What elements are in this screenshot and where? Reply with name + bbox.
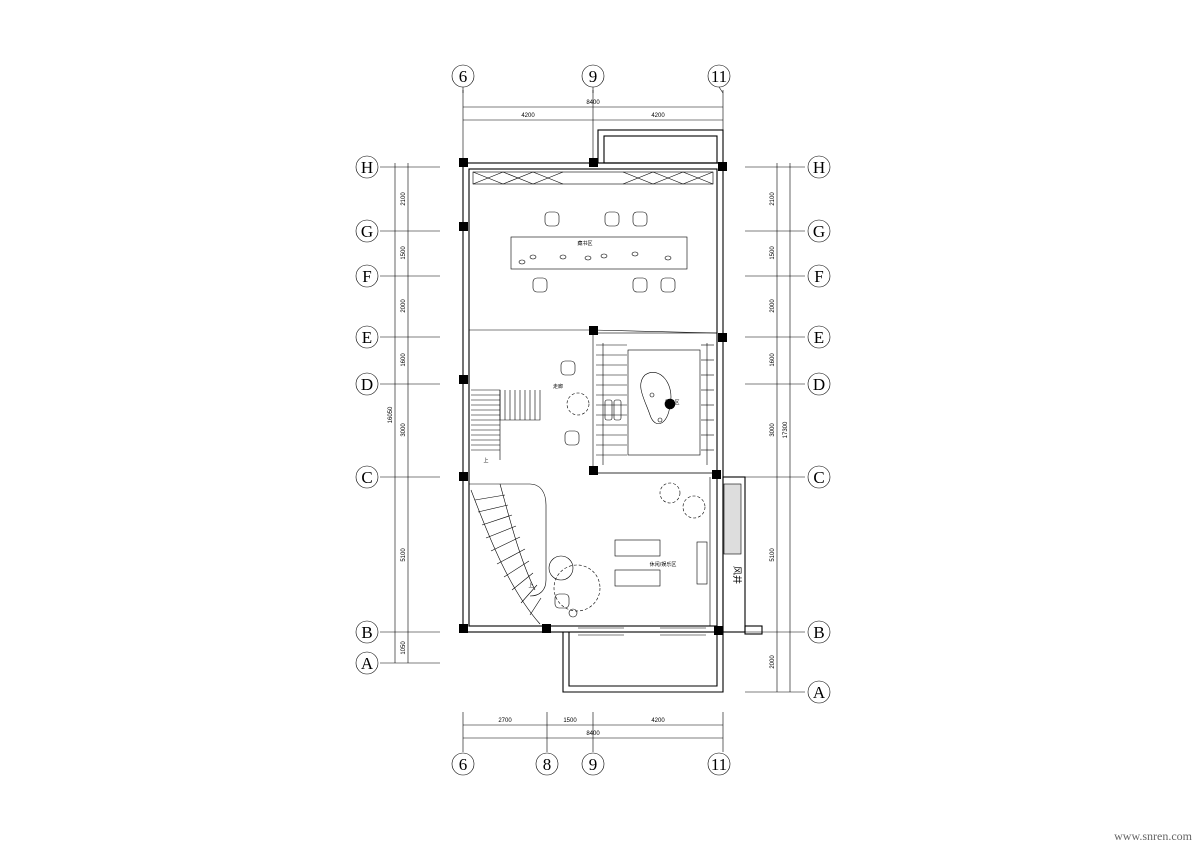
air-shaft (723, 483, 742, 555)
dim-right-total: 17300 (783, 421, 789, 438)
dim-left-seg: 1050 (401, 641, 407, 655)
top-window-band (472, 171, 714, 185)
dim-top-seg: 4200 (651, 113, 665, 119)
grid-label-left: D (361, 375, 373, 394)
dim-bottom-seg: 1500 (563, 718, 577, 724)
dim-right-seg: 1500 (770, 246, 776, 260)
grid-label-right: F (814, 267, 823, 286)
grid-label-left: E (362, 328, 372, 347)
grid-bubbles-right (807, 155, 831, 704)
dim-left-seg: 5100 (401, 548, 407, 562)
gallery-furniture (560, 360, 622, 446)
reading-table (510, 211, 688, 293)
grid-label-left: H (361, 158, 373, 177)
dim-right-seg: 3000 (770, 423, 776, 437)
structural-columns (459, 158, 727, 635)
tea-table (640, 372, 676, 424)
stair-curved (469, 483, 547, 625)
dim-right-seg: 1600 (770, 353, 776, 367)
dim-left-seg: 2100 (401, 192, 407, 206)
grid-label-bottom: 8 (543, 755, 552, 774)
watermark: www.snren.com (1114, 829, 1193, 843)
tea-area-floor-hatch (596, 344, 714, 456)
dim-right-seg: 5100 (770, 548, 776, 562)
dim-bottom-seg: 4200 (651, 718, 665, 724)
grid-bubbles-top (451, 64, 731, 94)
dim-left-seg: 1500 (401, 246, 407, 260)
grid-label-left: G (361, 222, 373, 241)
grid-label-left: F (362, 267, 371, 286)
grid-label-right: G (813, 222, 825, 241)
room-label-gallery: 走廊 (553, 383, 563, 390)
room-label-lounge: 休闲/娱乐区 (650, 561, 677, 568)
lounge-furniture (548, 482, 708, 618)
shaft-label: 风井 (731, 566, 743, 584)
grid-bubbles-bottom (451, 752, 731, 776)
dim-left-seg: 3000 (401, 423, 407, 437)
stair-up-label: 上 (483, 457, 488, 464)
dim-bottom-total: 8400 (586, 731, 600, 737)
room-label-reading: 藏书区 (577, 240, 592, 247)
dim-top-total: 8400 (586, 100, 600, 106)
dim-left-seg: 1600 (401, 353, 407, 367)
grid-label-bottom: 11 (711, 755, 727, 774)
grid-label-top: 6 (459, 67, 468, 86)
grid-label-right: C (813, 468, 824, 487)
dim-right-seg: 2000 (770, 299, 776, 313)
grid-label-right: A (813, 683, 826, 702)
grid-label-bottom: 6 (459, 755, 468, 774)
dim-right-seg: 2100 (770, 192, 776, 206)
grid-label-left: B (361, 623, 372, 642)
balcony-doors (578, 627, 706, 636)
interior-partitions (469, 329, 718, 626)
dim-left-seg: 2000 (401, 299, 407, 313)
grid-label-right: H (813, 158, 825, 177)
grid-label-top: 11 (711, 67, 727, 86)
grid-label-bottom: 9 (589, 755, 598, 774)
grid-label-right: E (814, 328, 824, 347)
dim-left-total: 16050 (388, 406, 394, 423)
dim-right-seg: 2000 (770, 655, 776, 669)
stair-up-label: 上 (528, 582, 533, 589)
stair-upper (471, 389, 541, 460)
dim-top-seg: 4200 (521, 113, 535, 119)
grid-label-left: A (361, 654, 374, 673)
grid-label-top: 9 (589, 67, 598, 86)
grid-label-left: C (361, 468, 372, 487)
dim-bottom-seg: 2700 (498, 718, 512, 724)
grid-label-right: B (813, 623, 824, 642)
grid-bubbles-left (355, 155, 379, 675)
room-label-tea: 品茶区 (664, 399, 679, 406)
grid-label-right: D (813, 375, 825, 394)
dimension-lines (380, 90, 805, 752)
